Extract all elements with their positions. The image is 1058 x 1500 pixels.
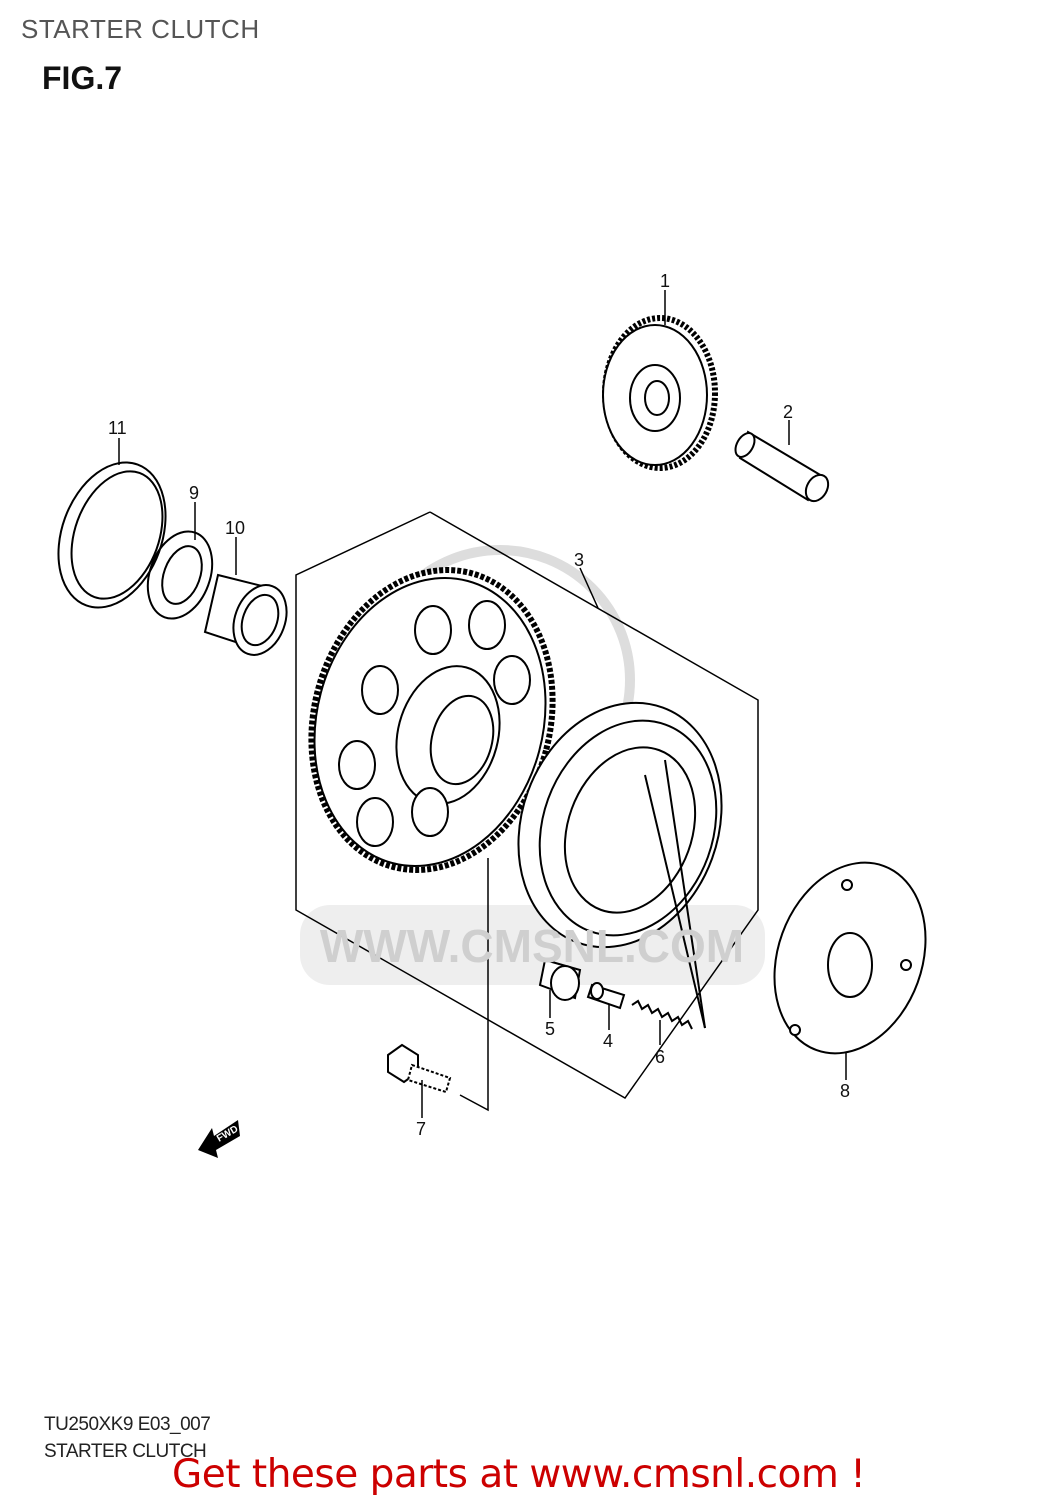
shaft-part-2 xyxy=(734,430,830,503)
figure-number: FIG.7 xyxy=(42,60,123,96)
callout-1: 1 xyxy=(660,271,670,291)
callout-10: 10 xyxy=(225,518,245,538)
callout-8: 8 xyxy=(840,1081,850,1101)
assembly-outline xyxy=(295,511,759,1099)
plate-part-8 xyxy=(773,861,927,1055)
starter-gear xyxy=(308,567,556,873)
diagram-code: TU250XK9 E03_007 xyxy=(44,1414,211,1435)
bolt-leader xyxy=(459,858,489,1112)
bolt-part-7 xyxy=(387,1043,452,1094)
fwd-arrow-icon: FWD xyxy=(198,1120,240,1158)
callout-6: 6 xyxy=(655,1047,665,1067)
bearing-part-10 xyxy=(203,573,288,656)
gear-part-1 xyxy=(602,315,718,471)
promo-link[interactable]: Get these parts at www.cmsnl.com ! xyxy=(172,1452,866,1497)
ring-part-11 xyxy=(57,461,167,609)
callout-9: 9 xyxy=(189,483,199,503)
callout-4: 4 xyxy=(603,1031,613,1051)
clutch-housing xyxy=(517,701,723,1029)
roller-part-5 xyxy=(538,958,582,1001)
callout-11: 11 xyxy=(108,418,127,438)
page-title: STARTER CLUTCH xyxy=(21,14,260,44)
callout-5: 5 xyxy=(545,1019,555,1039)
spring-part-6 xyxy=(631,999,693,1030)
callout-2: 2 xyxy=(783,402,793,422)
callout-3: 3 xyxy=(574,550,584,570)
pin-part-4 xyxy=(586,982,626,1010)
callout-7: 7 xyxy=(416,1119,426,1139)
leader-lines xyxy=(118,290,847,1118)
watermark-text: WWW.CMSNL.COM xyxy=(320,920,744,972)
diagram-subtitle: STARTER CLUTCH xyxy=(44,1441,207,1462)
